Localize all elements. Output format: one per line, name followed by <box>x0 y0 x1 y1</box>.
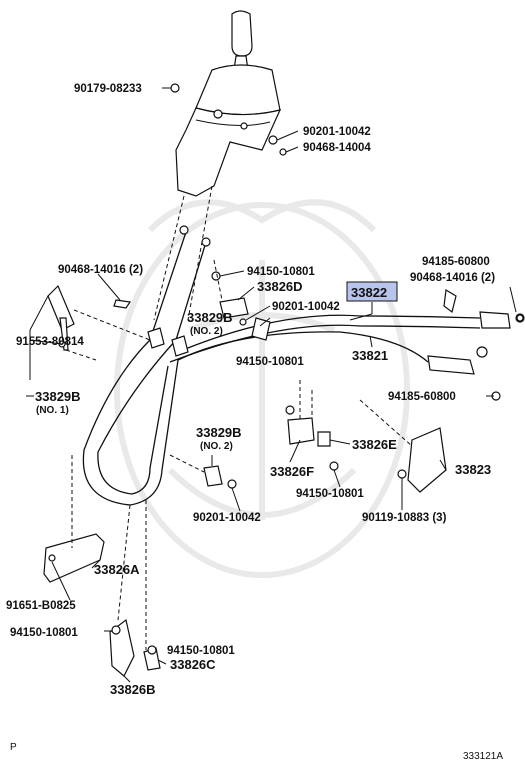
label-33829B-mid-sub: (NO. 2) <box>190 326 223 337</box>
label-94185-60800-top[interactable]: 94185-60800 <box>422 256 490 268</box>
bracket-33826F <box>287 417 331 447</box>
label-94150-10801-d[interactable]: 94150-10801 <box>10 627 78 639</box>
label-33826D[interactable]: 33826D <box>257 279 303 294</box>
bracket-33829B-no1 <box>47 284 75 351</box>
label-94150-10801-e[interactable]: 94150-10801 <box>167 645 235 657</box>
label-91553-80814[interactable]: 91553-80814 <box>16 336 84 348</box>
label-94185-60800-bot[interactable]: 94185-60800 <box>388 391 456 403</box>
shift-cable-33821 <box>82 231 488 506</box>
label-90468-14016-right[interactable]: 90468-14016 (2) <box>410 272 495 284</box>
label-33829B-left[interactable]: 33829B <box>35 389 81 404</box>
diagram-code: 333121A <box>463 751 503 762</box>
highlight-33822 <box>346 281 398 302</box>
label-33823[interactable]: 33823 <box>455 462 491 477</box>
label-94150-10801-c[interactable]: 94150-10801 <box>296 488 364 500</box>
clip-33826D <box>219 297 249 319</box>
label-91651-B0825[interactable]: 91651-B0825 <box>6 600 76 612</box>
label-33821[interactable]: 33821 <box>352 348 388 363</box>
leader-lines <box>26 87 517 683</box>
reference-lines <box>65 259 413 650</box>
label-90201-10042-low[interactable]: 90201-10042 <box>193 512 261 524</box>
label-90468-14016-left[interactable]: 90468-14016 (2) <box>58 264 143 276</box>
label-94150-10801-b[interactable]: 94150-10801 <box>236 356 304 368</box>
bracket-33823 <box>407 427 447 493</box>
label-33826F[interactable]: 33826F <box>270 464 314 479</box>
label-33822[interactable]: 33822 <box>351 285 387 300</box>
part-labels: 90179-08233 90201-10042 90468-14004 9046… <box>6 83 495 697</box>
label-94150-10801-a[interactable]: 94150-10801 <box>247 266 315 278</box>
clip-33829B-no2-low <box>203 465 223 487</box>
label-90119-10883[interactable]: 90119-10883 (3) <box>362 512 447 524</box>
label-33826A[interactable]: 33826A <box>94 562 140 577</box>
label-33826B[interactable]: 33826B <box>110 682 156 697</box>
label-33829B-left-sub: (NO. 1) <box>36 405 69 416</box>
label-33829B-low-sub: (NO. 2) <box>200 441 233 452</box>
watermark-emblem <box>114 199 410 578</box>
label-90201-10042-mid[interactable]: 90201-10042 <box>272 301 340 313</box>
footer-mark: P <box>10 742 17 753</box>
label-33826C[interactable]: 33826C <box>170 657 216 672</box>
shift-lever-assembly <box>153 10 282 321</box>
label-90179-08233[interactable]: 90179-08233 <box>74 83 142 95</box>
cable-ends <box>147 225 211 357</box>
label-33829B-mid[interactable]: 33829B <box>187 310 233 325</box>
label-33829B-low[interactable]: 33829B <box>196 425 242 440</box>
clip-33829B-no2-mid <box>251 317 271 341</box>
label-33826E[interactable]: 33826E <box>352 437 397 452</box>
label-90468-14004[interactable]: 90468-14004 <box>303 142 371 154</box>
label-90201-10042-top[interactable]: 90201-10042 <box>303 126 371 138</box>
